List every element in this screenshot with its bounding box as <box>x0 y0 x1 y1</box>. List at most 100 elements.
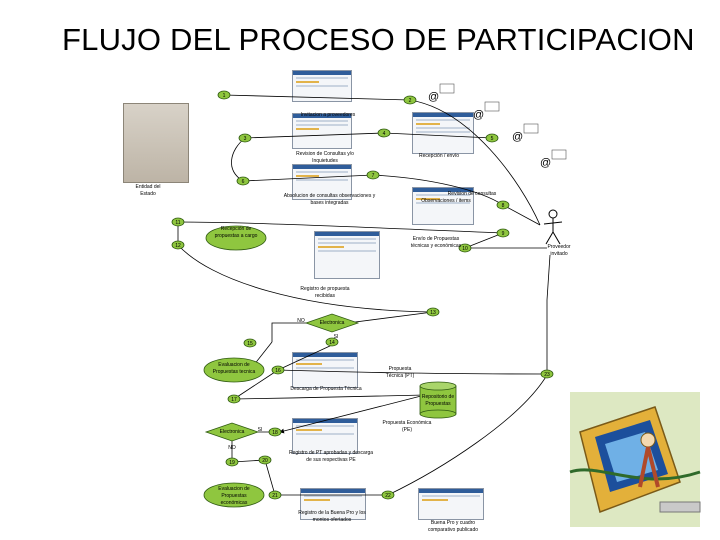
decision-diamond-electronica-2 <box>204 422 260 442</box>
provider-stick-figure-icon <box>543 209 563 245</box>
label-envio-propuestas: Envío de Propuestas técnicas y económica… <box>410 236 462 249</box>
repository-cylinder <box>419 381 457 419</box>
label-invitacion: Invitacion a proveedores <box>300 112 356 118</box>
node-4-label: 4 <box>383 131 386 137</box>
node-9 <box>496 228 510 238</box>
label-registro-pt: Registro de PT aprobadas y descarga de s… <box>288 450 374 463</box>
label-electronica-2: Electronica <box>219 429 245 435</box>
label-si: SI <box>257 427 263 433</box>
node-6-label: 6 <box>242 179 245 185</box>
node-14 <box>325 337 339 347</box>
node-18 <box>268 427 282 437</box>
node-12-label: 12 <box>175 243 181 249</box>
label-revision-consultas-2: Revision de consultas <box>447 191 497 197</box>
process-recepcion-propuestas <box>205 225 267 251</box>
label-absolucion: Absolucion de consultas observaciones y … <box>283 193 376 206</box>
label-propuesta-tecnica: Propuesta Técnica (PT) <box>385 366 415 379</box>
node-8-label: 8 <box>502 203 505 209</box>
label-entidad: Entidad del Estado <box>135 184 161 197</box>
node-11 <box>171 217 185 227</box>
node-2-label: 2 <box>409 98 412 104</box>
label-proveedor: Proveedor invitado <box>547 244 571 257</box>
screenshot-thumbnail <box>314 231 380 279</box>
node-18-label: 18 <box>272 430 278 436</box>
node-21 <box>268 490 282 500</box>
node-15 <box>243 338 257 348</box>
screenshot-thumbnail <box>412 187 474 225</box>
node-16 <box>271 365 285 375</box>
screenshot-thumbnail <box>412 112 474 154</box>
screenshot-thumbnail <box>292 164 352 200</box>
node-1 <box>217 90 231 100</box>
node-3 <box>238 133 252 143</box>
envelope-icon <box>551 149 567 160</box>
page-title: FLUJO DEL PROCESO DE PARTICIPACION <box>62 22 695 57</box>
email-at-icon: @ <box>512 131 523 143</box>
node-2 <box>403 95 417 105</box>
node-15-label: 15 <box>247 341 253 347</box>
label-recepcion-envio: Recepción / envío <box>418 153 460 159</box>
screenshot-thumbnail <box>418 488 484 520</box>
node-1-label: 1 <box>223 93 226 99</box>
connector-lines <box>175 94 551 498</box>
label-registro-buena-pro: Registro de la Buena Pro y los montos of… <box>298 510 366 523</box>
node-6 <box>236 176 250 186</box>
label-buena-pro: Buena Pro y cuadro comparativo publicado <box>427 520 479 533</box>
label-descarga-pt: Descarga de Propuesta Técnica <box>290 386 362 392</box>
node-21-label: 21 <box>272 493 278 499</box>
node-7-label: 7 <box>372 173 375 179</box>
email-at-icon: @ <box>473 109 484 121</box>
node-7 <box>366 170 380 180</box>
government-building-image <box>123 103 189 183</box>
computer-clipart-image <box>569 392 701 527</box>
label-obs-items: Observaciones / items <box>421 198 471 204</box>
decision-diamond-electronica <box>304 313 360 333</box>
node-16-label: 16 <box>275 368 281 374</box>
node-5-label: 5 <box>491 136 494 142</box>
node-19-label: 19 <box>229 460 235 466</box>
process-evaluacion-tecnica <box>203 357 265 383</box>
node-17 <box>227 394 241 404</box>
node-13 <box>426 307 440 317</box>
node-19 <box>225 457 239 467</box>
node-20 <box>258 455 272 465</box>
node-22-label: 22 <box>385 493 391 499</box>
screenshot-thumbnail <box>292 113 352 149</box>
node-10-label: 10 <box>462 246 468 252</box>
envelope-icon <box>484 101 500 112</box>
label-electronica: Electronica <box>319 320 345 326</box>
node-5 <box>485 133 499 143</box>
label-no: NO <box>228 445 236 451</box>
label-no: NO <box>297 318 305 324</box>
label-evaluacion-economica: Evaluacion de Propuestas económicas <box>218 486 250 506</box>
label-recepcion-propuestas: Recepción de propuestas a cargo <box>214 226 258 239</box>
label-si: SI <box>333 334 339 340</box>
label-revision-consultas: Revision de Consultas y/o Inquietudes <box>296 151 354 164</box>
node-11-label: 11 <box>175 220 180 226</box>
node-22 <box>381 490 395 500</box>
label-repositorio: Repositorio de Propuestas <box>421 394 455 407</box>
process-evaluacion-economica <box>203 482 265 508</box>
node-10 <box>458 243 472 253</box>
node-9-label: 9 <box>502 231 505 237</box>
node-23 <box>540 369 554 379</box>
screenshot-thumbnail <box>300 488 366 520</box>
envelope-icon <box>439 83 455 94</box>
label-evaluacion-tecnica: Evaluacion de Propuestas tecnica <box>212 362 256 375</box>
node-20-label: 20 <box>262 458 268 464</box>
envelope-icon <box>523 123 539 134</box>
email-at-icon: @ <box>428 91 439 103</box>
label-propuesta-economica: Propuesta Económica (PE) <box>382 420 432 433</box>
node-3-label: 3 <box>244 136 247 142</box>
label-registro-propuestas: Registro de propuesta recibidas <box>300 286 350 299</box>
node-13-label: 13 <box>430 310 436 316</box>
node-23-label: 23 <box>544 372 550 378</box>
node-17-label: 17 <box>231 397 237 403</box>
screenshot-thumbnail <box>292 418 358 454</box>
screenshot-thumbnail <box>292 70 352 102</box>
node-14-label: 14 <box>329 340 335 346</box>
node-8 <box>496 200 510 210</box>
node-4 <box>377 128 391 138</box>
node-12 <box>171 240 185 250</box>
